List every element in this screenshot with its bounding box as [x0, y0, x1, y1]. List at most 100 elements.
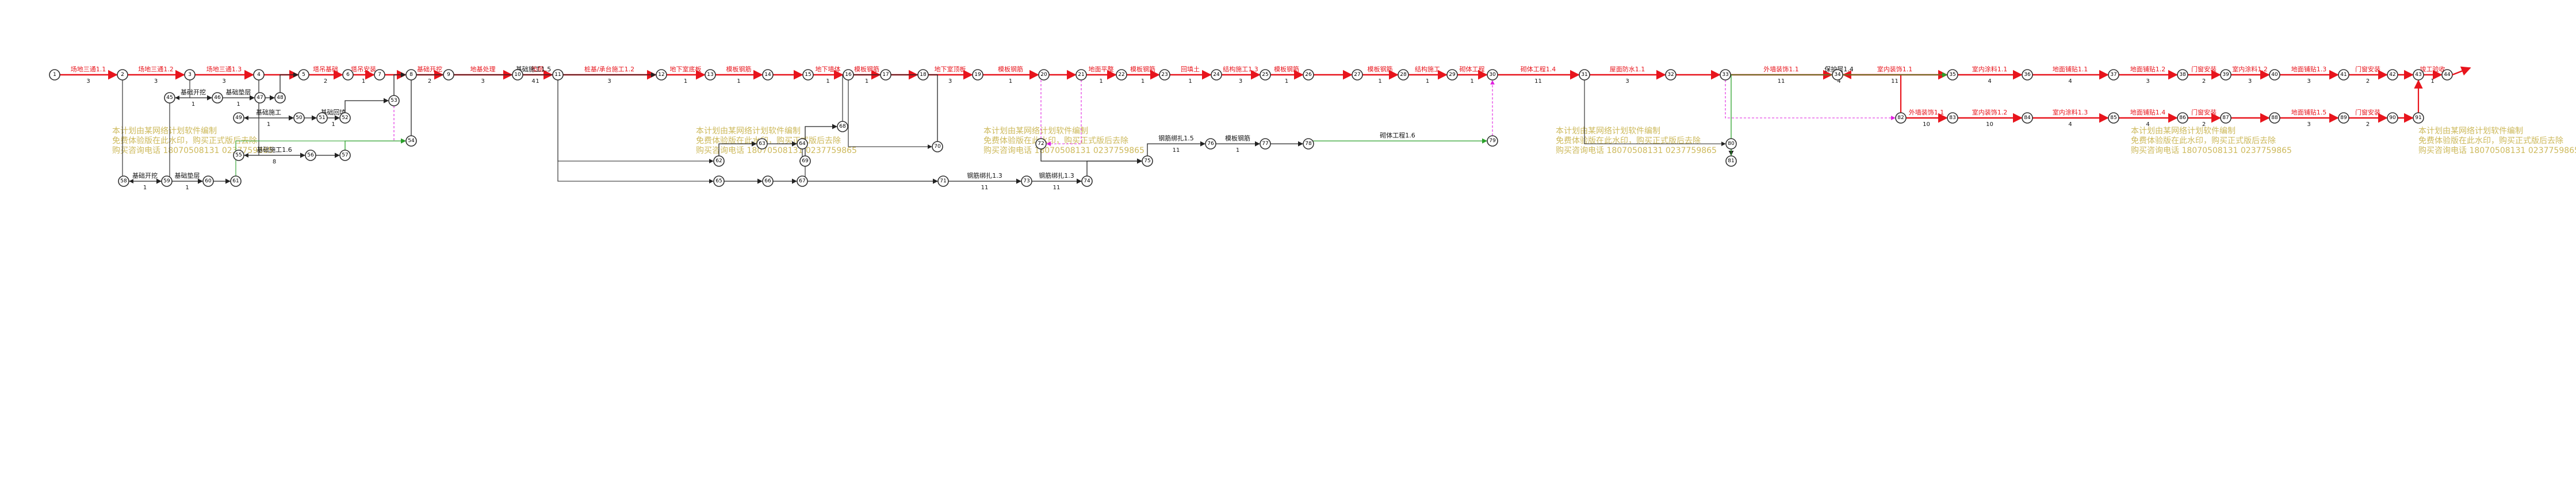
activity-duration: 1: [1470, 78, 1473, 85]
activity-arrow: 室内涂料1.14: [1958, 65, 2023, 85]
activity-duration: 1: [362, 78, 365, 85]
event-node: 56: [305, 150, 316, 161]
event-node-circle: [917, 69, 929, 81]
event-node-circle: [1487, 135, 1498, 147]
event-node: 1: [49, 69, 60, 81]
activity-name: 基础施工: [256, 109, 281, 116]
event-node-circle: [1081, 175, 1093, 187]
event-node-circle: [405, 69, 417, 81]
event-node-number: 7: [378, 72, 381, 78]
activity-duration: 3: [222, 78, 225, 85]
activity-name: 钢筋绑扎1.5: [1158, 134, 1194, 142]
activity-name: 地面铺贴1.2: [2130, 65, 2166, 73]
activity-duration: 1: [535, 78, 539, 85]
activity-name: 钢筋绑扎1.3: [1039, 171, 1074, 179]
activity-arrow: 结构施工1: [1408, 65, 1448, 85]
event-node-circle: [1260, 138, 1271, 150]
activity-duration: 2: [2202, 78, 2206, 85]
event-node-number: 21: [1078, 72, 1084, 78]
activity-duration: 2: [2202, 121, 2206, 128]
event-node-circle: [2108, 69, 2119, 81]
event-node-circle: [1075, 69, 1087, 81]
event-node-circle: [202, 175, 214, 187]
link-line: [848, 80, 932, 149]
event-node: 85: [2108, 112, 2119, 124]
event-node-circle: [2220, 69, 2231, 81]
event-node-number: 54: [408, 138, 415, 144]
activity-arrow: [1086, 158, 1142, 176]
event-node-number: 86: [2179, 115, 2186, 121]
activity-name: 室内涂料1.2: [2232, 65, 2268, 73]
event-node: 8: [405, 69, 417, 81]
activity-name: 砌体工程1.6: [1380, 131, 1415, 139]
activity-name: 模板钢筋: [854, 65, 879, 73]
event-node-circle: [2177, 112, 2188, 124]
event-node: 65: [713, 175, 725, 187]
activity-duration: 4: [1988, 78, 1991, 85]
event-node-number: 9: [447, 72, 450, 78]
event-node-circle: [164, 92, 175, 104]
event-node: 58: [118, 175, 129, 187]
event-node-circle: [316, 112, 328, 124]
activity-duration: 1: [267, 121, 270, 128]
event-node: 38: [2177, 69, 2188, 81]
event-node: 45: [164, 92, 175, 104]
event-node: 36: [2022, 69, 2033, 81]
activity-duration: 8: [273, 159, 276, 165]
activity-duration: 3: [1239, 78, 1242, 85]
event-node: 64: [797, 138, 808, 150]
event-node-circle: [274, 92, 286, 104]
event-node-number: 32: [1667, 72, 1674, 78]
event-node-number: 50: [296, 115, 303, 121]
event-node-circle: [1260, 69, 1271, 81]
activity-duration: 1: [192, 101, 195, 108]
event-node-number: 51: [319, 115, 325, 121]
event-node-number: 2: [121, 72, 124, 78]
event-node-circle: [1725, 155, 1737, 167]
event-node: 61: [230, 175, 242, 187]
event-node: 74: [1081, 175, 1093, 187]
activity-arrow: [393, 72, 406, 95]
activity-name: 场地三通1.2: [138, 65, 174, 73]
event-node-number: 30: [1489, 72, 1496, 78]
event-node-circle: [2022, 69, 2033, 81]
event-node-number: 49: [235, 115, 242, 121]
event-node-number: 33: [1722, 72, 1728, 78]
event-node: 32: [1665, 69, 1676, 81]
event-node-number: 90: [2389, 115, 2396, 121]
event-node: 5: [298, 69, 309, 81]
event-node-number: 64: [799, 141, 806, 147]
event-node: 66: [762, 175, 774, 187]
event-node-number: 59: [163, 178, 170, 184]
activity-duration: 11: [1778, 78, 1785, 85]
activity-duration: 3: [2248, 78, 2252, 85]
event-node: 14: [762, 69, 774, 81]
activity-arrow: 外墙装饰1.110: [1906, 108, 1948, 128]
activity-arrow: 场地三通1.13: [60, 65, 118, 85]
event-node: 83: [1947, 112, 1958, 124]
event-node-circle: [1398, 69, 1409, 81]
event-node-circle: [1303, 138, 1314, 150]
link-line: [805, 166, 938, 184]
activity-name: 地下室底板: [670, 65, 702, 73]
watermark-text: 本计划由某网络计划软件编制: [2131, 127, 2236, 136]
link-line: [1046, 80, 1082, 146]
event-node-number: 31: [1581, 72, 1587, 78]
event-node: 44: [2441, 69, 2453, 81]
activity-name: 桩基/承台施工1.2: [584, 65, 634, 73]
activity-duration: 3: [86, 78, 90, 85]
event-node: 16: [843, 69, 854, 81]
activity-arrow: [345, 98, 389, 113]
arrow-line: [280, 72, 298, 93]
activity-duration: 2: [2366, 121, 2370, 128]
event-node: 82: [1895, 112, 1907, 124]
event-node: 3: [184, 69, 196, 81]
event-node-circle: [233, 150, 244, 161]
activity-duration: 4: [2068, 78, 2072, 85]
